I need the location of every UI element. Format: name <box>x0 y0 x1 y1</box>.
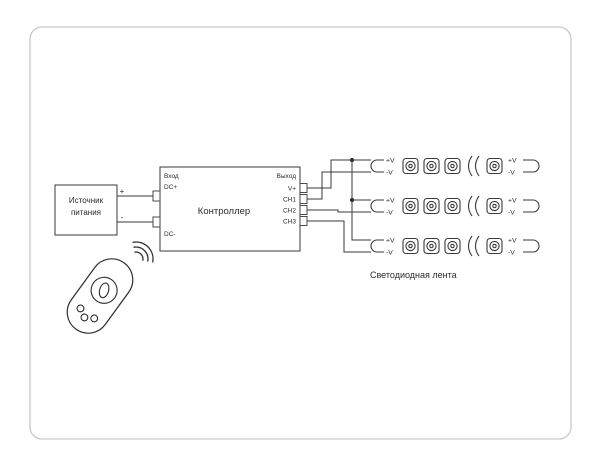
wire-ch1 <box>307 171 371 200</box>
remote-button-icon <box>80 313 89 322</box>
vplus-terminal <box>299 183 308 193</box>
dc-minus-terminal <box>152 216 161 228</box>
dc-plus-terminal <box>152 190 161 202</box>
power-supply-box <box>54 184 118 236</box>
strip-minus-label: -V <box>386 170 393 177</box>
dc-minus-terminal-label: DC- <box>164 231 176 238</box>
wire-ch2 <box>307 209 371 213</box>
controller: Вход DC+ DC- Контроллер Выход V+ CH1 CH2… <box>152 166 308 252</box>
plus-terminal-label: + <box>120 187 125 196</box>
power-wires <box>117 195 153 223</box>
led-strips: +V -V +V -V +V -V +V -V +V -V +V -V Свет… <box>370 155 540 280</box>
ch3-terminal-label: CH3 <box>283 219 296 226</box>
minus-terminal-label: - <box>121 213 124 222</box>
signal-wave <box>133 246 149 262</box>
power-supply: Источник питания + - <box>54 184 125 236</box>
remote-control <box>66 258 134 334</box>
vplus-terminal-label: V+ <box>288 186 296 193</box>
power-supply-label-line2: питания <box>71 208 101 217</box>
strip-plus-label: +V <box>508 158 517 165</box>
led-strip-caption: Светодиодная лента <box>370 270 457 280</box>
power-supply-label-line1: Источник <box>69 196 104 205</box>
junction-dot <box>350 198 354 202</box>
strip-plus-label: +V <box>508 238 517 245</box>
wire-vplus-bus <box>351 160 371 241</box>
strip-plus-label: +V <box>508 198 517 205</box>
input-section-label: Вход <box>164 173 179 180</box>
wire-ch3 <box>307 220 371 253</box>
signal-wave <box>132 241 154 263</box>
wireless-signal-icon <box>132 241 154 263</box>
ch1-terminal <box>299 194 308 204</box>
strip-plus-label: +V <box>386 198 395 205</box>
signal-wave <box>134 251 144 261</box>
controller-box <box>159 166 301 252</box>
controller-label: Контроллер <box>198 206 250 217</box>
ch1-terminal-label: CH1 <box>283 197 296 204</box>
output-wires <box>307 158 371 253</box>
remote-wheel-center-icon <box>98 282 110 299</box>
strip-minus-label: -V <box>386 210 393 217</box>
ch2-terminal <box>299 205 308 215</box>
ch3-terminal <box>299 216 308 226</box>
output-section-label: Выход <box>277 173 297 180</box>
ch2-terminal-label: CH2 <box>283 208 296 215</box>
strip-minus-label: -V <box>508 170 515 177</box>
dc-plus-terminal-label: DC+ <box>164 184 177 191</box>
strip-plus-label: +V <box>386 158 395 165</box>
remote-button-icon <box>76 304 85 313</box>
strip-minus-label: -V <box>508 250 515 257</box>
remote-button-icon <box>90 314 99 323</box>
strip-minus-label: -V <box>508 210 515 217</box>
strip-plus-label: +V <box>386 238 395 245</box>
remote-touch-wheel-icon <box>90 276 118 304</box>
strip-minus-label: -V <box>386 250 393 257</box>
junction-dot <box>350 158 354 162</box>
